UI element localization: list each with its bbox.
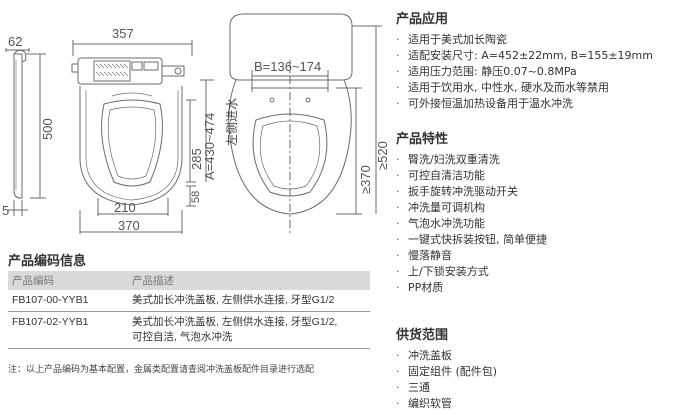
application-title: 产品应用 (396, 12, 449, 27)
product-code-title: 产品编码信息 (8, 254, 87, 269)
side-inlet-label: 左侧进水 (224, 98, 239, 146)
bullet-icon: · (396, 153, 400, 166)
bullet-icon: · (396, 81, 400, 94)
description-line: 美式加长冲洗盖板, 左侧供水连接, 牙型G1/2, (132, 316, 338, 328)
bullet-icon: · (396, 169, 400, 182)
product-code-cell: FB107-02-YYB1 (8, 311, 128, 349)
bullet-icon: · (396, 217, 400, 230)
column-header-description: 产品描述 (128, 271, 370, 290)
list-item: ·扳手旋转冲洗驱动开关 (396, 185, 518, 198)
dim-62: 62 (8, 34, 22, 49)
bullet-icon: · (396, 233, 400, 246)
dim-285: 285 (189, 148, 204, 170)
footnote: 注：以上产品编码为基本配置，金属类配置请查阅冲洗盖板配件目录进行选配 (8, 365, 315, 375)
list-item: ·适用于饮用水, 中性水, 硬水及而水等禁用 (396, 81, 609, 94)
dim-357: 357 (112, 26, 134, 41)
technical-drawings: 62 357 500 5 285 A=430~474 58 210 370 B=… (2, 13, 390, 234)
product-code-cell: FB107-00-YYB1 (8, 290, 128, 312)
list-item: ·冲洗量可调机构 (396, 201, 485, 214)
list-item: ·固定组件 (配件包) (396, 365, 498, 378)
bullet-icon: · (396, 349, 400, 362)
list-item: ·编织软管 (396, 397, 452, 410)
bullet-icon: · (396, 381, 400, 394)
list-item: ·一键式快拆装按钮, 简单便捷 (396, 233, 547, 246)
installation-drawing (228, 13, 382, 234)
dim-370: 370 (118, 218, 140, 233)
features-title: 产品特性 (396, 132, 449, 147)
supply-list: ·冲洗盖板 ·固定组件 (配件包) ·三通 ·编织软管 (396, 348, 671, 412)
list-item: ·适用压力范围: 静压0.07~0.8MPa (396, 65, 577, 78)
supply-section: 供货范围 ·冲洗盖板 ·固定组件 (配件包) ·三通 ·编织软管 (396, 324, 671, 412)
dim-370-min: ≥370 (358, 165, 373, 194)
dim-5: 5 (2, 203, 9, 218)
bullet-icon: · (396, 65, 400, 78)
side-view-drawing (5, 48, 46, 216)
table-row: FB107-02-YYB1 美式加长冲洗盖板, 左侧供水连接, 牙型G1/2, … (8, 311, 370, 349)
bullet-icon: · (396, 33, 400, 46)
dim-a-range: A=430~474 (202, 113, 217, 180)
dim-500: 500 (40, 118, 55, 140)
list-item: ·适配安装尺寸: A=452±22mm, B=155±19mm (396, 49, 653, 62)
features-list: ·臀洗/妇洗双重清洗 ·可控自清洁功能 ·扳手旋转冲洗驱动开关 ·冲洗量可调机构… (396, 152, 671, 296)
description-line: 可控自洁, 气泡水冲洗 (132, 331, 233, 343)
bullet-icon: · (396, 97, 400, 110)
table-row: FB107-00-YYB1 美式加长冲洗盖板, 左侧供水连接, 牙型G1/2 (8, 290, 370, 312)
list-item: ·上/下锁安装方式 (396, 265, 489, 278)
dim-210: 210 (114, 200, 136, 215)
product-description-cell: 美式加长冲洗盖板, 左侧供水连接, 牙型G1/2 (128, 290, 370, 312)
list-item: ·慢落静音 (396, 249, 452, 262)
bullet-icon: · (396, 281, 400, 294)
application-section: 产品应用 ·适用于美式加长陶瓷 ·适配安装尺寸: A=452±22mm, B=1… (396, 8, 671, 112)
list-item: ·三通 (396, 381, 430, 394)
top-view-drawing (71, 40, 214, 234)
column-header-code: 产品编码 (8, 271, 128, 290)
bullet-icon: · (396, 201, 400, 214)
list-item: ·可外接恒温加热设备用于温水冲洗 (396, 97, 573, 110)
dim-58: 58 (190, 191, 202, 203)
description-line: 美式加长冲洗盖板, 左侧供水连接, 牙型G1/2 (132, 294, 335, 306)
bullet-icon: · (396, 397, 400, 410)
bullet-icon: · (396, 365, 400, 378)
features-section: 产品特性 ·臀洗/妇洗双重清洗 ·可控自清洁功能 ·扳手旋转冲洗驱动开关 ·冲洗… (396, 128, 671, 296)
bullet-icon: · (396, 249, 400, 262)
list-item: ·气泡水冲洗功能 (396, 217, 485, 230)
bullet-icon: · (396, 265, 400, 278)
dim-b-range: B=136~174 (254, 59, 321, 74)
bullet-icon: · (396, 49, 400, 62)
list-item: ·可控自清洁功能 (396, 169, 485, 182)
list-item: ·臀洗/妇洗双重清洗 (396, 153, 500, 166)
application-list: ·适用于美式加长陶瓷 ·适配安装尺寸: A=452±22mm, B=155±19… (396, 32, 671, 112)
list-item: ·PP材质 (396, 281, 444, 294)
list-item: ·冲洗盖板 (396, 349, 452, 362)
dim-520-min: ≥520 (375, 141, 390, 170)
list-item: ·适用于美式加长陶瓷 (396, 33, 507, 46)
product-description-cell: 美式加长冲洗盖板, 左侧供水连接, 牙型G1/2, 可控自洁, 气泡水冲洗 (128, 311, 370, 349)
product-code-table: 产品编码 产品描述 FB107-00-YYB1 美式加长冲洗盖板, 左侧供水连接… (8, 271, 370, 349)
bullet-icon: · (396, 185, 400, 198)
supply-title: 供货范围 (396, 328, 449, 343)
